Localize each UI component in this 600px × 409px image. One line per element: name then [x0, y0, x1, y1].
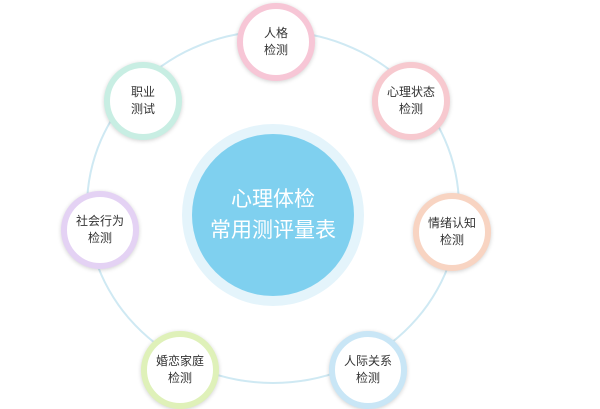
node-mental-state[interactable]: 心理状态 检测 — [372, 62, 450, 140]
node-emotion-cognition[interactable]: 情绪认知 检测 — [413, 193, 491, 271]
center-title: 心理体检 常用测评量表 — [192, 134, 354, 296]
node-label-line1: 心理状态 — [386, 85, 435, 99]
center-title-line1: 心理体检 — [231, 187, 315, 211]
node-label-line2: 测试 — [130, 102, 155, 116]
node-label-line1: 情绪认知 — [427, 216, 476, 230]
node-label-line1: 职业 — [130, 85, 155, 99]
node-label-line2: 检测 — [167, 371, 192, 385]
center-circle: 心理体检 常用测评量表 — [182, 124, 364, 306]
node-marriage-family[interactable]: 婚恋家庭 检测 — [141, 331, 219, 409]
node-label-line1: 婚恋家庭 — [155, 354, 204, 368]
node-social-behavior[interactable]: 社会行为 检测 — [61, 191, 139, 269]
node-label-line2: 检测 — [439, 233, 464, 247]
node-personality[interactable]: 人格 检测 — [237, 3, 315, 81]
node-label-line1: 人格 — [263, 26, 288, 40]
center-title-line2: 常用测评量表 — [210, 218, 336, 242]
node-label-line2: 检测 — [87, 231, 112, 245]
node-label-line2: 检测 — [398, 102, 423, 116]
node-label-line1: 人际关系 — [343, 354, 392, 368]
node-label-line1: 社会行为 — [75, 214, 124, 228]
node-label-line2: 检测 — [355, 371, 380, 385]
node-career[interactable]: 职业 测试 — [104, 62, 182, 140]
node-label-line2: 检测 — [263, 43, 288, 57]
node-interpersonal[interactable]: 人际关系 检测 — [329, 331, 407, 409]
